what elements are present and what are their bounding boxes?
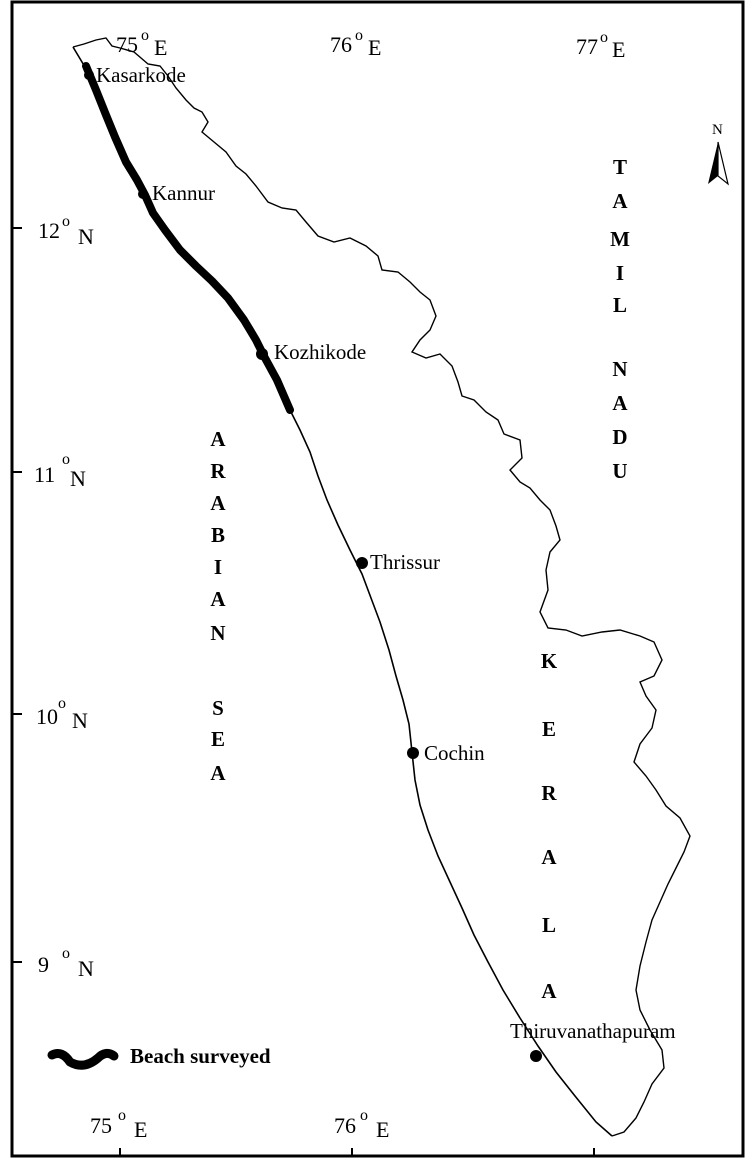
sea-letter: N xyxy=(210,621,225,645)
lat-suffix: N xyxy=(78,224,94,249)
state-boundary xyxy=(72,37,691,1137)
tamil-nadu-letter: T xyxy=(613,155,627,179)
city-label-cochin: Cochin xyxy=(424,741,485,765)
degree-mark: o xyxy=(360,1107,368,1124)
lon-suffix: E xyxy=(134,1117,147,1142)
bottom-longitude-labels: 75 o E 76 o E xyxy=(90,1107,389,1142)
kerala-letter: R xyxy=(541,781,557,805)
lon-label-75-top: 75 xyxy=(116,32,138,57)
sea-letter: A xyxy=(210,587,226,611)
degree-mark: o xyxy=(141,27,149,44)
tamil-nadu-letter: N xyxy=(612,357,627,381)
legend-label: Beach surveyed xyxy=(130,1044,271,1068)
lat-suffix: N xyxy=(72,708,88,733)
kerala-letter: A xyxy=(541,979,557,1003)
latitude-labels: 12 o N 11 o N 10 o N 9 o N xyxy=(12,213,94,981)
city-dot-thiruvanathapuram xyxy=(530,1050,542,1062)
sea-letter: E xyxy=(211,727,225,751)
city-dot-kozhikode xyxy=(256,348,268,360)
map-border xyxy=(10,0,745,1158)
lat-label-10: 10 xyxy=(36,704,58,729)
lon-suffix: E xyxy=(376,1117,389,1142)
lat-suffix: N xyxy=(78,956,94,981)
kerala-letter: L xyxy=(542,913,556,937)
north-arrow-icon: N xyxy=(708,122,729,186)
city-label-kozhikode: Kozhikode xyxy=(274,340,366,364)
sea-letter: R xyxy=(210,459,226,483)
sea-letter: S xyxy=(212,696,224,720)
lat-label-11: 11 xyxy=(34,462,55,487)
tamil-nadu-letter: A xyxy=(612,391,628,415)
city-dot-thrissur xyxy=(356,557,368,569)
city-label-kasarkode: Kasarkode xyxy=(96,63,186,87)
north-label: N xyxy=(712,122,723,138)
sea-letter: A xyxy=(210,761,226,785)
tamil-nadu-letter: D xyxy=(612,425,627,449)
lon-suffix: E xyxy=(154,35,167,60)
kerala-letter: E xyxy=(542,717,556,741)
degree-mark: o xyxy=(62,945,70,962)
sea-letter: A xyxy=(210,491,226,515)
degree-mark: o xyxy=(355,27,363,44)
sea-letter: I xyxy=(214,555,222,579)
city-dot-cochin xyxy=(407,747,419,759)
tamil-nadu-letter: U xyxy=(612,459,627,483)
lat-label-12: 12 xyxy=(38,218,60,243)
lat-suffix: N xyxy=(70,466,86,491)
city-markers: Kasarkode Kannur Kozhikode Thrissur Coch… xyxy=(84,63,676,1062)
tamil-nadu-label: T A M I L N A D U xyxy=(610,155,630,483)
degree-mark: o xyxy=(62,451,70,468)
kerala-letter: A xyxy=(541,845,557,869)
degree-mark: o xyxy=(58,695,66,712)
city-label-thrissur: Thrissur xyxy=(370,550,440,574)
sea-letter: B xyxy=(211,523,225,547)
surveyed-beach-line xyxy=(82,62,294,414)
kerala-label: K E R A L A xyxy=(541,649,558,1003)
lon-label-75-bottom: 75 xyxy=(90,1113,112,1138)
sea-letter: A xyxy=(210,427,226,451)
degree-mark: o xyxy=(118,1107,126,1124)
lon-label-77-top: 77 xyxy=(576,34,598,59)
tamil-nadu-letter: I xyxy=(616,261,624,285)
tamil-nadu-letter: A xyxy=(612,189,628,213)
tamil-nadu-letter: M xyxy=(610,227,630,251)
kerala-letter: K xyxy=(541,649,558,673)
degree-mark: o xyxy=(600,29,608,46)
city-label-thiruvanathapuram: Thiruvanathapuram xyxy=(510,1019,676,1043)
city-label-kannur: Kannur xyxy=(152,181,215,205)
lon-suffix: E xyxy=(368,35,381,60)
degree-mark: o xyxy=(62,213,70,230)
lon-label-76-top: 76 xyxy=(330,32,352,57)
lon-suffix: E xyxy=(612,37,625,62)
tamil-nadu-letter: L xyxy=(613,293,627,317)
city-dot-kasarkode xyxy=(84,70,94,80)
legend: Beach surveyed xyxy=(47,1044,271,1070)
lat-label-9: 9 xyxy=(38,952,49,977)
arabian-sea-label: A R A B I A N S E A xyxy=(210,427,226,785)
city-dot-kannur xyxy=(138,189,148,199)
legend-line-symbol xyxy=(47,1048,119,1070)
top-longitude-labels: 75 o E 76 o E 77 o E xyxy=(116,27,625,62)
lon-label-76-bottom: 76 xyxy=(334,1113,356,1138)
